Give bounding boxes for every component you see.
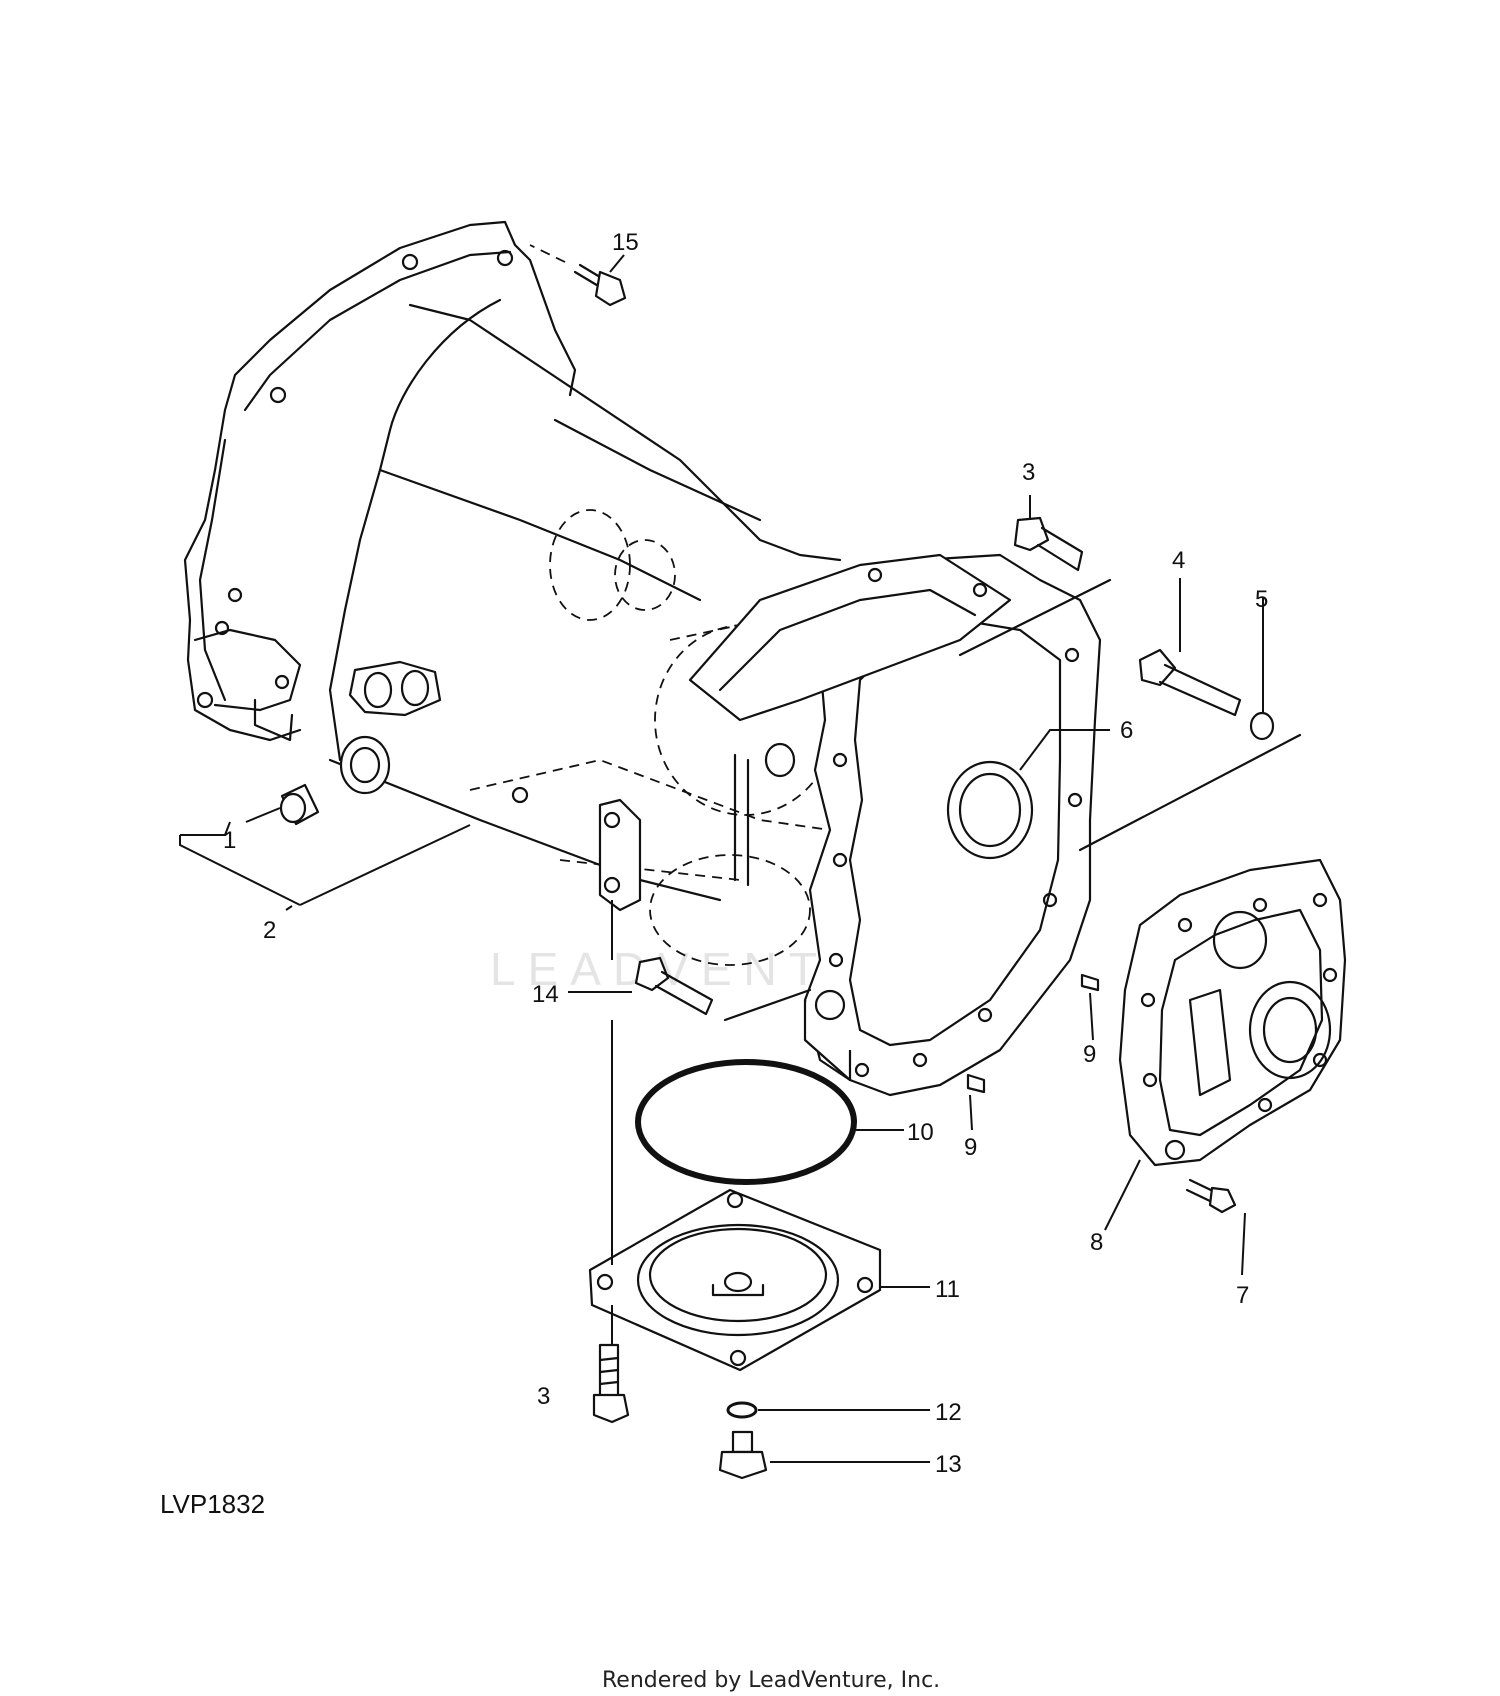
o-ring-part-12 [726, 1401, 758, 1419]
bolt-part-3-bottom [592, 1343, 630, 1424]
dowel-pin-upper [1080, 973, 1100, 992]
footer-credit: Rendered by LeadVenture, Inc. [602, 1668, 940, 1693]
callout-1: 1 [223, 827, 236, 854]
o-ring-part-10 [635, 1059, 857, 1185]
bolt-part-4 [1138, 648, 1242, 717]
rear-cover-part-8 [1118, 858, 1347, 1167]
callout-8: 8 [1090, 1229, 1103, 1256]
callout-11: 11 [935, 1276, 960, 1303]
bolt-part-14 [634, 956, 812, 1022]
bolt-part-15 [529, 244, 627, 307]
diagram-code: LVP1832 [160, 1489, 265, 1519]
callout-3-top: 3 [1022, 459, 1035, 486]
lock-washer-part-5 [1249, 711, 1275, 741]
bushing-part [279, 783, 320, 826]
bolt-part-3-top [958, 516, 1112, 657]
callout-14: 14 [532, 981, 559, 1008]
callout-4: 4 [1172, 547, 1185, 574]
callout-3-bottom: 3 [537, 1383, 550, 1410]
callout-9-upper: 9 [1083, 1041, 1096, 1068]
drain-plug-part-13 [718, 1430, 768, 1480]
leader-lines [179, 254, 1264, 1463]
callout-labels: 1 2 3 3 4 5 6 7 8 9 9 10 11 12 13 14 15 [223, 229, 1268, 1478]
callout-10: 10 [907, 1119, 934, 1146]
callout-9-lower: 9 [964, 1134, 977, 1161]
callout-2: 2 [263, 917, 276, 944]
assembly-line-4 [1078, 733, 1302, 852]
callout-5: 5 [1255, 586, 1268, 613]
callout-6: 6 [1120, 717, 1133, 744]
cover-plate-part-11 [588, 1188, 882, 1372]
bolt-part-7 [1185, 1178, 1237, 1214]
callout-15: 15 [612, 229, 639, 256]
callout-7: 7 [1236, 1282, 1249, 1309]
callout-13: 13 [935, 1451, 962, 1478]
transmission-case [183, 220, 1102, 1097]
callout-12: 12 [935, 1399, 962, 1426]
dowel-pin-lower [966, 1073, 986, 1094]
